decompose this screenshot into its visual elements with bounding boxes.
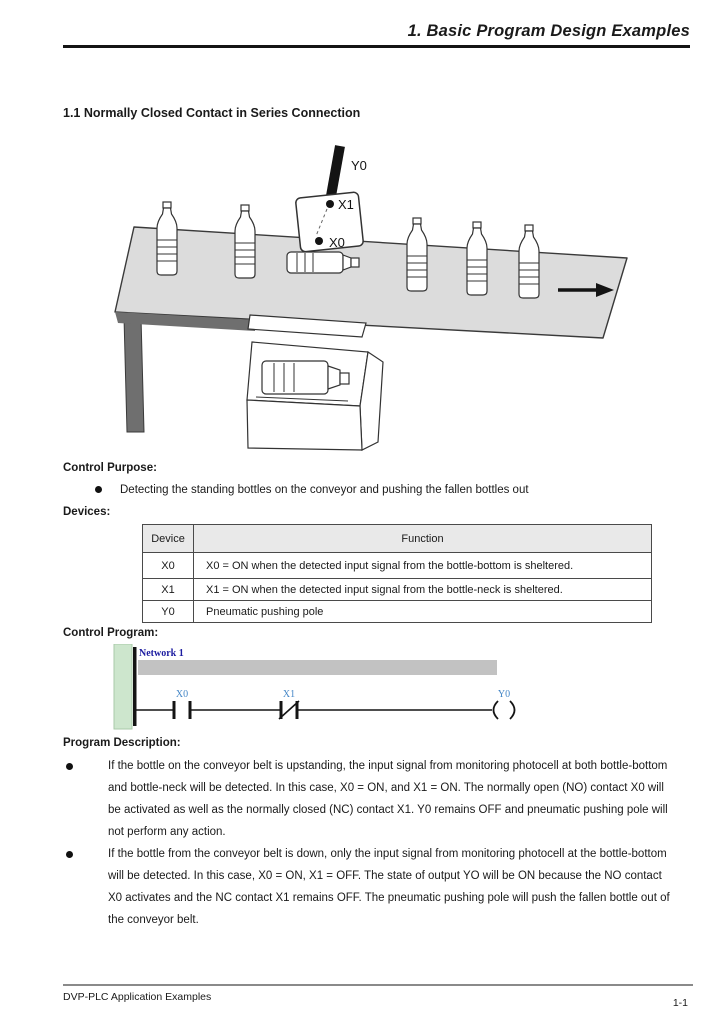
control-purpose-label: Control Purpose: [63,462,157,474]
footer-page-number: 1-1 [672,997,688,1009]
control-purpose-item: Detecting the standing bottles on the co… [95,484,675,496]
left-power-rail [133,647,137,726]
description-text: If the bottle on the conveyor belt is up… [108,760,668,838]
col-header-device: Device [142,524,194,553]
device-cell: X1 [142,578,194,601]
pushing-pole [326,145,345,197]
section-title: 1.1 Normally Closed Contact in Series Co… [63,106,361,120]
bottle [518,224,540,299]
program-description-label: Program Description: [63,737,181,749]
bullet-dot-icon [66,851,73,858]
table-leg [123,316,145,433]
output-coil-y0 [492,700,516,720]
fallen-bottle [286,251,360,274]
devices-label: Devices: [63,506,111,518]
function-cell: X1 = ON when the detected input signal f… [193,578,652,601]
devices-table: Device Function X0 X0 = ON when the dete… [142,524,652,623]
contact-x1-label: X1 [283,689,295,700]
sensor-box [295,191,364,253]
list-item: If the bottle from the conveyor belt is … [66,843,676,931]
carton-box [246,314,384,451]
sensor-label-x0: X0 [329,235,345,250]
footer-document-title: DVP-PLC Application Examples [63,991,212,1003]
direction-arrow-icon [558,283,614,297]
bottle [466,221,488,296]
table-row: X0 X0 = ON when the detected input signa… [142,552,652,579]
function-cell: Pneumatic pushing pole [193,600,652,623]
list-item: If the bottle on the conveyor belt is up… [66,755,676,843]
table-row: X1 X1 = ON when the detected input signa… [142,578,652,601]
control-program-label: Control Program: [63,627,159,639]
sensor-dot-x0 [315,237,323,245]
bottle [406,217,428,292]
conveyor-illustration: Y0 X1 X0 [114,145,628,451]
footer-rule [63,984,693,986]
bottle [234,204,256,279]
network-label: Network 1 [139,648,184,659]
device-cell: Y0 [142,600,194,623]
table-row: Y0 Pneumatic pushing pole [142,600,652,623]
sensor-beam [315,208,328,237]
sensor-dot-x1 [326,200,334,208]
ladder-diagram: Network 1 X0 X1 Y0 [113,644,516,730]
program-description-list: If the bottle on the conveyor belt is up… [66,755,676,931]
chapter-title: 1. Basic Program Design Examples [407,22,690,40]
col-header-function: Function [193,524,652,553]
no-contact-x0 [172,701,192,719]
boxed-fallen-bottle [261,360,350,395]
table-header-row: Device Function [142,524,652,553]
sensor-label-x1: X1 [338,197,354,212]
bullet-dot-icon [66,763,73,770]
control-purpose-text: Detecting the standing bottles on the co… [120,484,529,496]
bullet-dot-icon [95,486,102,494]
function-cell: X0 = ON when the detected input signal f… [193,552,652,579]
device-cell: X0 [142,552,194,579]
coil-y0-label: Y0 [498,689,510,700]
contact-x0-label: X0 [176,689,188,700]
table-edge [115,312,255,331]
ladder-margin-bar [113,644,133,730]
network-comment-bar [138,660,497,675]
pole-label: Y0 [351,158,367,173]
bottle [156,201,178,276]
nc-contact-x1 [278,700,300,720]
description-text: If the bottle from the conveyor belt is … [108,848,670,926]
chapter-rule [63,45,690,48]
